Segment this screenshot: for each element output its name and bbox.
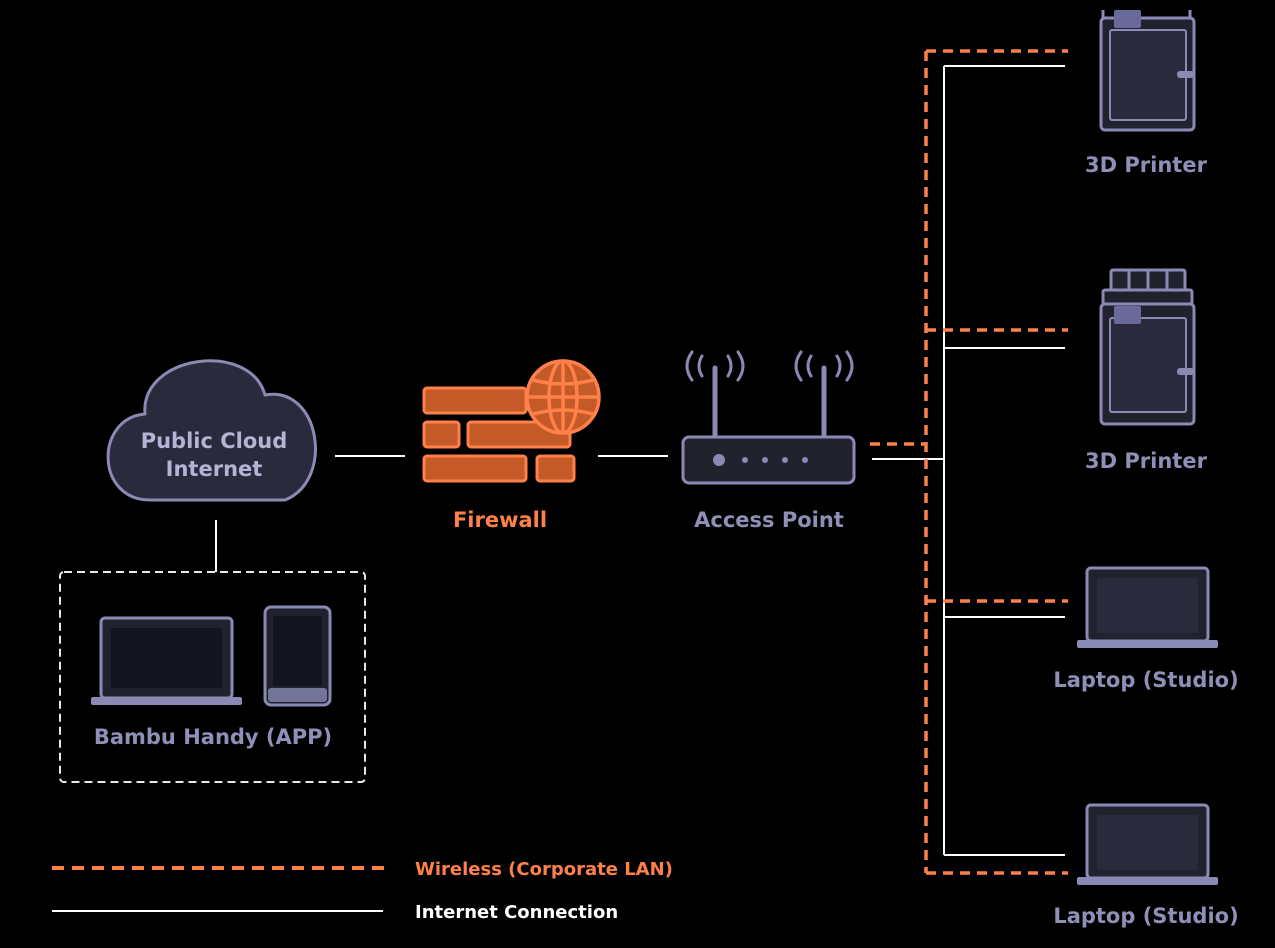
laptop-1-label: Laptop (Studio) [1053, 668, 1238, 692]
cloud-label-line1: Public Cloud [141, 429, 288, 453]
printer-icon [1099, 268, 1196, 426]
wifi-signal-icon [685, 350, 854, 382]
laptop-icon [91, 616, 242, 705]
laptop-2-node: Laptop (Studio) [1053, 803, 1239, 928]
access-point-label: Access Point [694, 508, 844, 532]
printer-2-label: 3D Printer [1085, 449, 1208, 473]
wired-connections [215, 65, 1065, 856]
app-group-label: Bambu Handy (APP) [94, 725, 332, 749]
globe-icon [525, 359, 601, 435]
laptop-1-node: Laptop (Studio) [1053, 566, 1239, 692]
phone-icon [263, 605, 332, 707]
printer-2-node: 3D Printer [1085, 268, 1208, 473]
legend-wireless-label: Wireless (Corporate LAN) [415, 859, 673, 880]
laptop-2-label: Laptop (Studio) [1053, 904, 1238, 928]
laptop-icon [1077, 803, 1218, 885]
cloud-label-line2: Internet [166, 457, 263, 481]
app-group: Bambu Handy (APP) [59, 571, 366, 783]
router-icon [681, 365, 856, 485]
legend: Wireless (Corporate LAN) Internet Connec… [52, 859, 673, 923]
wireless-connections [870, 49, 1068, 875]
printer-1-label: 3D Printer [1085, 153, 1208, 177]
access-point-node: Access Point [681, 350, 856, 532]
laptop-icon [1077, 566, 1218, 648]
legend-wired-label: Internet Connection [415, 902, 618, 923]
app-group-border [59, 571, 366, 783]
cloud-node: Public Cloud Internet [106, 359, 317, 502]
printer-1-node: 3D Printer [1085, 10, 1208, 177]
firewall-node: Firewall [422, 359, 601, 532]
printer-icon [1099, 10, 1196, 132]
firewall-label: Firewall [453, 508, 547, 532]
cloud-icon [106, 359, 317, 502]
